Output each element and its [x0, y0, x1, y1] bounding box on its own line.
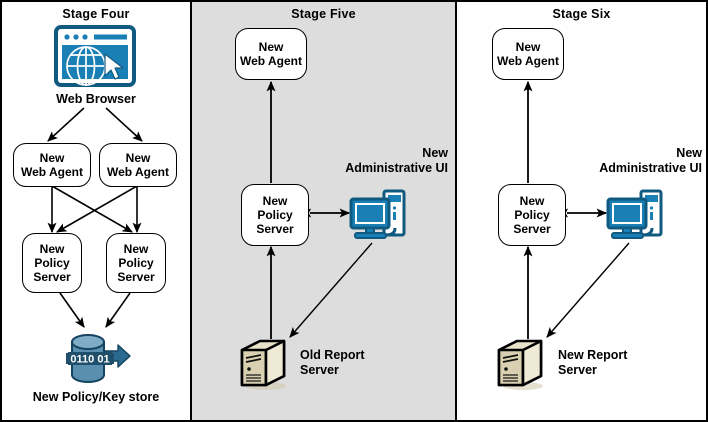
- database-binary-text: 0110 01: [70, 353, 109, 365]
- stage-six-policy-server[interactable]: New Policy Server: [498, 184, 566, 246]
- stage-five-report-server-label: Old Report Server: [300, 348, 365, 377]
- database-icon: 0110 01: [60, 331, 132, 387]
- stage-four-title: Stage Four: [62, 7, 130, 21]
- policy-server-right[interactable]: New Policy Server: [106, 233, 166, 293]
- stage-six-server-icon: [493, 338, 547, 392]
- stage-six-administrative-ui-label: New Administrative UI: [599, 146, 702, 175]
- stage-five-server-icon: [236, 338, 290, 392]
- web-agent-right[interactable]: New Web Agent: [99, 143, 177, 187]
- web-browser-icon: [53, 24, 137, 88]
- stage-five-title: Stage Five: [291, 7, 356, 21]
- web-agent-left[interactable]: New Web Agent: [13, 143, 91, 187]
- stage-six-title: Stage Six: [552, 7, 611, 21]
- stage-six-web-agent[interactable]: New Web Agent: [492, 28, 564, 80]
- stage-five-administrative-ui-label: New Administrative UI: [345, 146, 448, 175]
- policy-key-store-label: New Policy/Key store: [32, 390, 160, 404]
- stage-five-computer-icon: [348, 187, 408, 245]
- stage-five-policy-server[interactable]: New Policy Server: [241, 184, 309, 246]
- stage-five-web-agent[interactable]: New Web Agent: [235, 28, 307, 80]
- policy-server-left[interactable]: New Policy Server: [22, 233, 82, 293]
- stage-six-report-server-label: New Report Server: [558, 348, 628, 377]
- stage-six-computer-icon: [605, 187, 665, 245]
- web-browser-label: Web Browser: [56, 92, 136, 106]
